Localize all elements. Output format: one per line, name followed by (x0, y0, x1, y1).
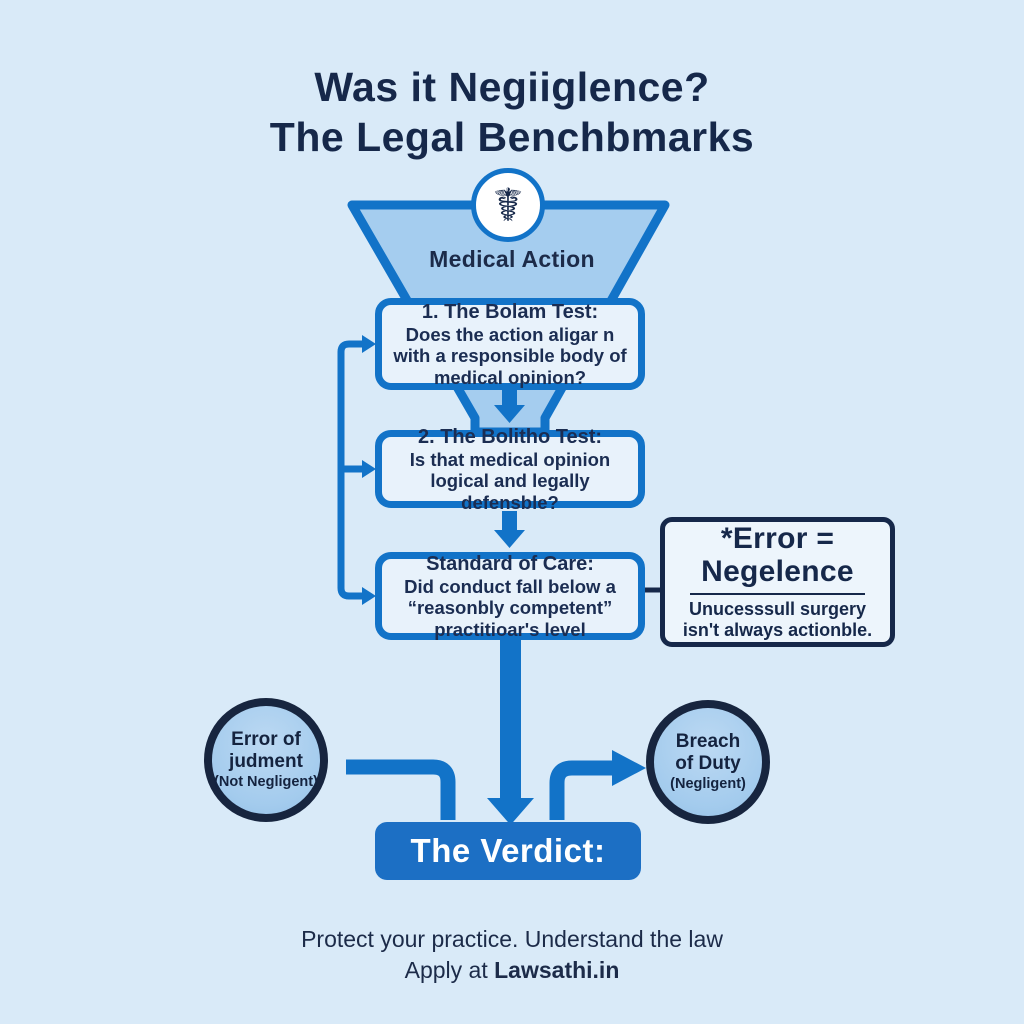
elbow-right-outcome (549, 750, 646, 820)
step-heading: Standard of Care: (426, 552, 594, 575)
footer: Protect your practice. Understand the la… (0, 924, 1024, 986)
arrow-into-box3 (362, 587, 376, 605)
note-body: Unucesssull surgery isn't always actionb… (682, 599, 873, 640)
note-box-error-negligence: *Error = Negelence Unucesssull surgery i… (660, 517, 895, 647)
step-box-standard-of-care: Standard of Care: Did conduct fall below… (375, 552, 645, 640)
step-box-bolitho-test: 2. The Bolitho Test: Is that medical opi… (375, 426, 645, 513)
outcome-subtitle: (Not Negligent) (214, 773, 318, 790)
outcome-subtitle: (Negligent) (670, 775, 746, 792)
elbow-left-outcome (346, 759, 456, 820)
outcome-title-line1: Breach (675, 730, 741, 752)
outcome-title-line2: of Duty (675, 752, 741, 774)
step-heading: 1. The Bolam Test: (421, 300, 599, 323)
caduceus-badge: ☤ (471, 168, 545, 242)
step-box-bolam-test: 1. The Bolam Test: Does the action aliga… (375, 298, 645, 390)
page-title-line1: Was it Negiiglence? (314, 64, 710, 110)
down-arrow-mid (494, 511, 525, 548)
page-title-line2: The Legal Benchbmarks (269, 114, 755, 161)
verdict-banner: The Verdict: (375, 822, 641, 880)
step-heading: 2. The Bolitho Test: (417, 425, 603, 448)
step-body: Does the action aligar n with a responsi… (393, 323, 627, 388)
step-body: Is that medical opinion logical and lega… (409, 448, 611, 513)
feedback-bracket (337, 335, 376, 605)
arrow-into-box2 (362, 460, 376, 478)
note-heading-line2: Negelence (701, 554, 854, 588)
verdict-label: The Verdict: (410, 832, 606, 869)
down-arrow-verdict (487, 638, 534, 825)
outcome-circle-negligent: Breach of Duty (Negligent) (646, 700, 770, 824)
footer-brand: Lawsathi.in (494, 957, 620, 984)
footer-cta: Apply at Lawsathi.in (0, 955, 1024, 986)
footer-cta-prefix: Apply at (404, 957, 488, 984)
footer-tagline: Protect your practice. Understand the la… (301, 926, 723, 952)
arrow-into-box1 (362, 335, 376, 353)
outcome-title-line1: Error of (231, 728, 301, 750)
note-divider (690, 593, 865, 596)
note-heading-line1: *Error = (720, 522, 835, 556)
step-body: Did conduct fall below a “reasonbly comp… (404, 575, 616, 640)
page-title: Was it Negiiglence? The Legal Benchbmark… (0, 62, 1024, 162)
down-arrow-funnel (494, 386, 525, 423)
funnel-label: Medical Action (429, 246, 595, 272)
outcome-circle-not-negligent: Error of judment (Not Negligent) (204, 698, 328, 822)
caduceus-icon: ☤ (492, 178, 524, 232)
outcome-title-line2: judment (229, 750, 303, 772)
